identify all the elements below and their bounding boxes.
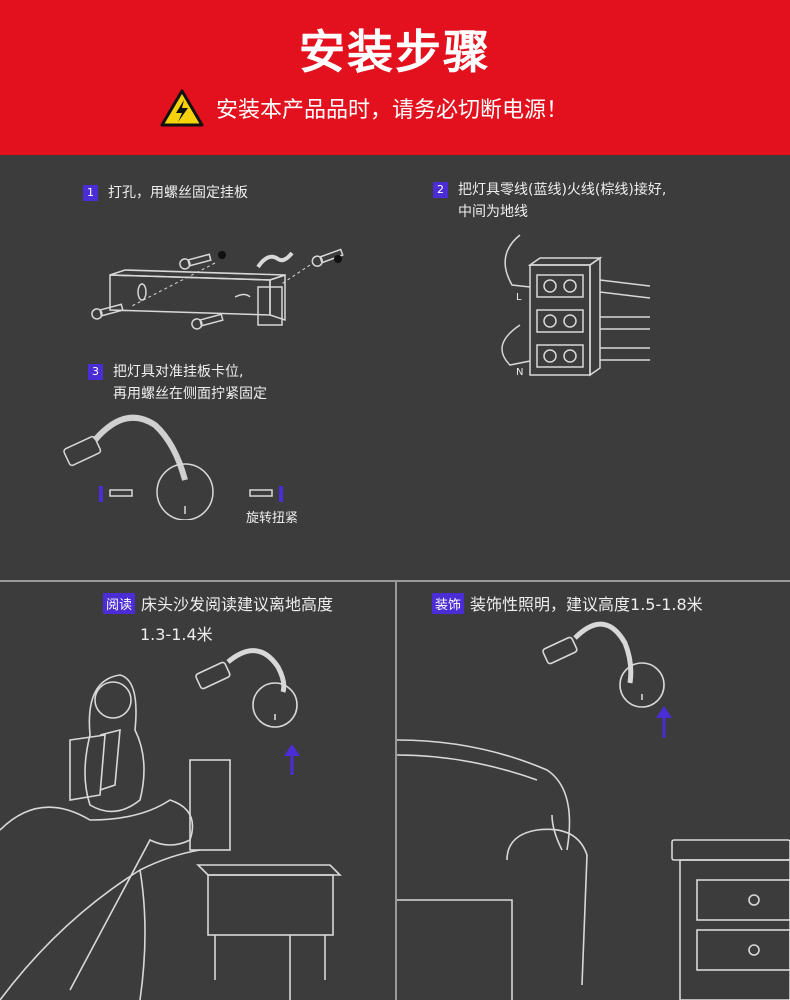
arrow-up-icon — [656, 706, 672, 738]
step-1-badge: 1 — [83, 185, 98, 201]
lamp-mount-illustration — [63, 414, 283, 520]
step-2: 2 把灯具零线(蓝线)火线(棕线)接好, 中间为地线 — [433, 179, 666, 223]
header-banner: 安装步骤 安装本产品品时，请务必切断电源！ — [0, 0, 790, 155]
scene-reading-tag: 阅读 — [103, 592, 136, 614]
step-2-line-2: 中间为地线 — [458, 204, 528, 220]
step-3: 3 把灯具对准挂板卡位, 再用螺丝在侧面拧紧固定 — [88, 361, 267, 405]
scene-reading-height: 1.3-1.4米 — [140, 625, 213, 644]
step-2-badge: 2 — [433, 182, 448, 198]
section-divider-vertical — [395, 582, 397, 1000]
step-1: 1 打孔，用螺丝固定挂板 — [83, 182, 248, 204]
twist-label: 旋转扭紧 — [246, 511, 299, 526]
terminal-l-label: L — [516, 292, 522, 303]
page-title: 安装步骤 — [299, 25, 491, 79]
scene-decor-tag: 装饰 — [432, 592, 465, 614]
warning-row: 安装本产品品时，请务必切断电源！ — [160, 88, 568, 128]
section-divider-horizontal — [0, 580, 790, 582]
step-3-line-1: 把灯具对准挂板卡位, — [113, 364, 244, 380]
mounting-plate-illustration — [91, 248, 344, 330]
scene-decor-label: 装饰 装饰性照明，建议高度1.5-1.8米 — [432, 591, 703, 615]
step-3-line-2: 再用螺丝在侧面拧紧固定 — [113, 386, 267, 402]
warning-text: 安装本产品品时，请务必切断电源！ — [216, 98, 569, 123]
terminal-block-illustration: L N — [501, 234, 650, 378]
scene-decor-text: 装饰性照明，建议高度1.5-1.8米 — [470, 595, 703, 614]
scene-reading-text: 床头沙发阅读建议离地高度 — [141, 595, 334, 614]
decor-scene-illustration — [397, 621, 790, 1000]
step-1-line-1: 打孔，用螺丝固定挂板 — [108, 185, 248, 201]
step-2-line-1: 把灯具零线(蓝线)火线(棕线)接好, — [458, 182, 667, 198]
arrow-up-icon — [284, 744, 300, 775]
terminal-n-label: N — [516, 367, 523, 378]
scene-reading-label: 阅读 床头沙发阅读建议离地高度 — [103, 591, 333, 615]
step-3-badge: 3 — [88, 364, 103, 380]
warning-icon — [160, 89, 204, 127]
reading-scene-illustration — [0, 648, 342, 1000]
